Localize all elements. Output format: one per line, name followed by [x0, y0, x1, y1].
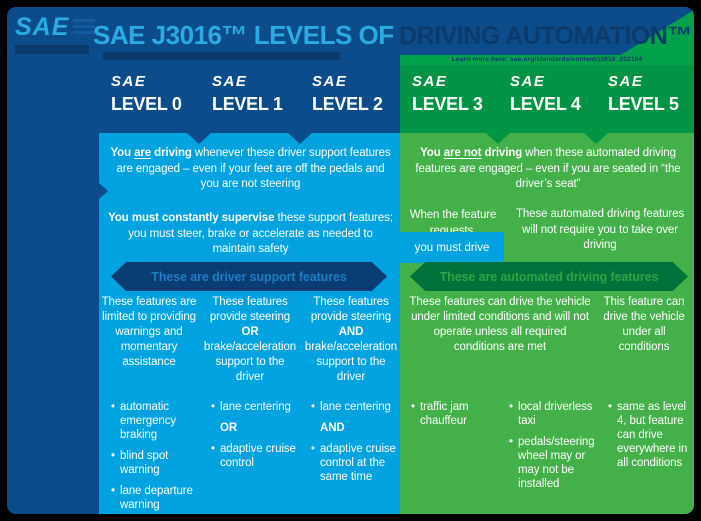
level-0-header: SAE LEVEL 0: [111, 73, 182, 115]
level-1-examples: lane centering OR adaptive cruise contro…: [211, 400, 303, 477]
level-3-label: LEVEL 3: [412, 94, 483, 114]
you-must-drive-box: you must drive: [400, 232, 504, 263]
sae-logo-icon: SAE: [510, 73, 546, 90]
automated-driving-note-1: You are not driving when these automated…: [415, 147, 681, 190]
level-0-label: LEVEL 0: [111, 94, 182, 114]
level-1-description: These features provide steering OR brake…: [203, 296, 297, 383]
learn-more-strip: Learn more here: sae.org/standards/conte…: [400, 55, 694, 65]
page-title-left: SAE J3016™ LEVELS OF: [93, 20, 394, 50]
level-2-description: These features provide steering AND brak…: [304, 296, 398, 383]
sae-logo-icon: SAE: [212, 73, 248, 90]
header-notch: [288, 133, 312, 144]
level-4-examples: local driverless taxi pedals/steering wh…: [509, 400, 597, 498]
level-0-examples: automatic emergency braking blind spot w…: [111, 400, 197, 514]
driver-support-note-2: You must constantly supervise these supp…: [108, 212, 393, 255]
logo-decoration-lines: [73, 19, 95, 37]
header-notch: [187, 133, 211, 144]
sae-international-logo: SAE: [15, 13, 70, 41]
level-5-examples: same as level 4, but feature can drive e…: [608, 400, 690, 477]
level-5-label: LEVEL 5: [608, 94, 679, 114]
list-item: same as level 4, but feature can drive e…: [608, 400, 690, 470]
sae-logo-icon: SAE: [608, 73, 644, 90]
page-title-right: DRIVING AUTOMATION™: [399, 22, 692, 50]
list-item: lane centering: [311, 400, 401, 414]
level-1-header: SAE LEVEL 1: [212, 73, 283, 115]
sae-levels-of-driving-automation-chart: SAE SAE J3016™ LEVELS OF DRIVING AUTOMAT…: [7, 7, 694, 514]
level-4-label: LEVEL 4: [510, 94, 581, 114]
driver-support-note-1: You are driving whenever these driver su…: [110, 147, 391, 190]
level-3-examples: traffic jam chauffeur: [411, 400, 501, 435]
level-5-description: This feature can drive the vehicle under…: [603, 296, 685, 353]
left-edge-notch: [99, 183, 108, 199]
driver-support-ribbon: These are driver support features: [111, 262, 387, 291]
header-notch: [486, 133, 510, 144]
level-2-label: LEVEL 2: [312, 94, 383, 114]
list-item-connector: OR: [220, 422, 238, 434]
list-item: blind spot warning: [111, 449, 197, 477]
logo-underbar: [15, 45, 89, 54]
no-takeover-note: These automated driving features will no…: [515, 208, 685, 251]
sae-logo-icon: SAE: [111, 73, 147, 90]
sae-logo-icon: SAE: [312, 73, 348, 90]
level-2-header: SAE LEVEL 2: [312, 73, 383, 115]
automated-driving-ribbon: These are automated driving features: [410, 262, 688, 291]
list-item-connector: AND: [320, 422, 345, 434]
list-item: local driverless taxi: [509, 400, 597, 428]
title-underline-bar: [103, 52, 340, 60]
list-item: lane centering: [211, 400, 303, 414]
list-item: pedals/steering wheel may or may not be …: [509, 435, 597, 491]
level-1-label: LEVEL 1: [212, 94, 283, 114]
list-item: automatic emergency braking: [111, 400, 197, 442]
list-item: adaptive cruise control at the same time: [311, 442, 401, 484]
list-item: traffic jam chauffeur: [411, 400, 501, 428]
level-3-4-description: These features can drive the vehicle und…: [409, 296, 591, 353]
level-3-header: SAE LEVEL 3: [412, 73, 483, 115]
header-notch: [584, 133, 608, 144]
automated-levels-header-band: [400, 65, 694, 133]
level-0-description: These features are limited to providing …: [101, 296, 197, 368]
sae-logo-icon: SAE: [412, 73, 448, 90]
level-2-examples: lane centering AND adaptive cruise contr…: [311, 400, 401, 491]
list-item: adaptive cruise control: [211, 442, 303, 470]
list-item: lane departure warning: [111, 484, 197, 512]
level-4-header: SAE LEVEL 4: [510, 73, 581, 115]
level-5-header: SAE LEVEL 5: [608, 73, 679, 115]
